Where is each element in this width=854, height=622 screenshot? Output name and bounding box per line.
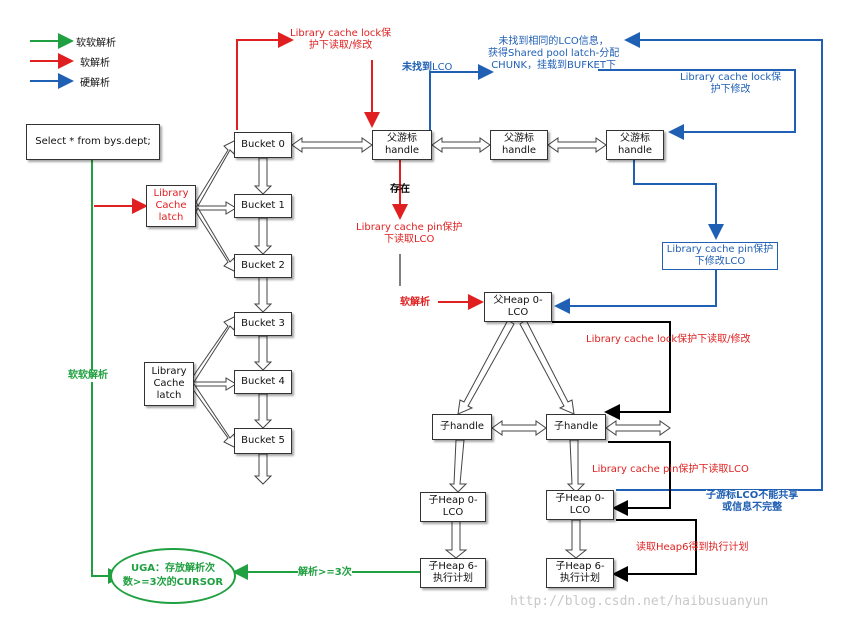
bucket-chain-arrows [253,157,273,485]
label-parse-ge3: 解析>=3次 [298,567,352,579]
arrow-soft-soft [91,160,124,584]
arrow-not-found [429,64,494,130]
legend-hard: 硬解析 [80,78,110,89]
label-lock-top: Library cache lock保 护下读取/修改 [290,28,392,51]
library-cache-latch-box-1: Library Cache latch [146,185,196,227]
child-handle-1: 子handle [432,414,492,440]
arrow-lock-read [236,32,294,130]
label-lock-mid: Library cache lock保护下读取/修改 [586,334,751,345]
parent-handle-2: 父游标 handle [490,130,548,160]
child-handle-2: 子handle [546,414,606,440]
bucket-1: Bucket 1 [234,194,292,218]
child-heap0-2: 子Heap 0- LCO [546,490,614,520]
arrow-hard-lock [598,69,796,140]
arrow-child-to-heap0 [608,441,671,516]
bucket-3: Bucket 3 [234,312,292,336]
child-heap6-2: 子Heap 6- 执行计划 [546,558,614,588]
handle-chain-arrows [291,137,671,436]
label-soft-soft: 软软解析 [68,370,108,382]
parent-handle-1: 父游标 handle [372,130,432,160]
label-exists: 存在 [390,184,410,195]
parent-handle-3: 父游标 handle [606,130,664,160]
sql-statement-box: Select * from bys.dept; [26,124,160,160]
bucket-2: Bucket 2 [234,254,292,278]
child-heap0-1: 子Heap 0- LCO [420,492,486,522]
bucket-4: Bucket 4 [234,370,292,394]
label-not-found: 未找到LCO [402,62,453,73]
bucket-5: Bucket 5 [234,428,292,454]
label-pin-mid: Library cache pin保护下读取LCO [592,464,749,475]
label-read-heap6: 读取Heap6得到执行计划 [636,542,749,553]
label-pin-read: Library cache pin保护 下读取LCO [356,222,463,245]
legend-soft: 软解析 [80,58,110,69]
uga-cursor-ellipse: UGA：存放解析次 数>=3次的CURSOR [110,548,236,604]
latch-fan-arrows [191,139,237,449]
pin-modify-box: Library cache pin保护 下修改LCO [662,242,778,270]
arrow-heap0-to-heap6 [612,519,697,582]
label-child-not-shared: 子游标LCO不能共享 或信息不完整 [706,490,799,514]
heap-child-arrows [444,319,588,559]
arrow-hard-pin [633,160,724,240]
library-cache-latch-box-2: Library Cache latch [144,362,194,406]
parent-heap-0: 父Heap 0- LCO [484,292,552,322]
bucket-0: Bucket 0 [234,132,292,158]
legend-soft-soft: 软软解析 [76,38,116,49]
child-heap6-1: 子Heap 6- 执行计划 [420,558,486,588]
arrow-hard-to-heap [554,270,717,314]
label-hard-parse-desc: 未找到相同的LCO信息， 获得Shared pool latch-分配 CHUN… [488,36,620,71]
arrow-heap-to-child [552,321,671,420]
label-soft-parse: 软解析 [400,297,430,308]
label-lock-right: Library cache lock保 护下修改 [680,72,782,95]
watermark: http://blog.csdn.net/haibusuanyun [510,594,769,609]
